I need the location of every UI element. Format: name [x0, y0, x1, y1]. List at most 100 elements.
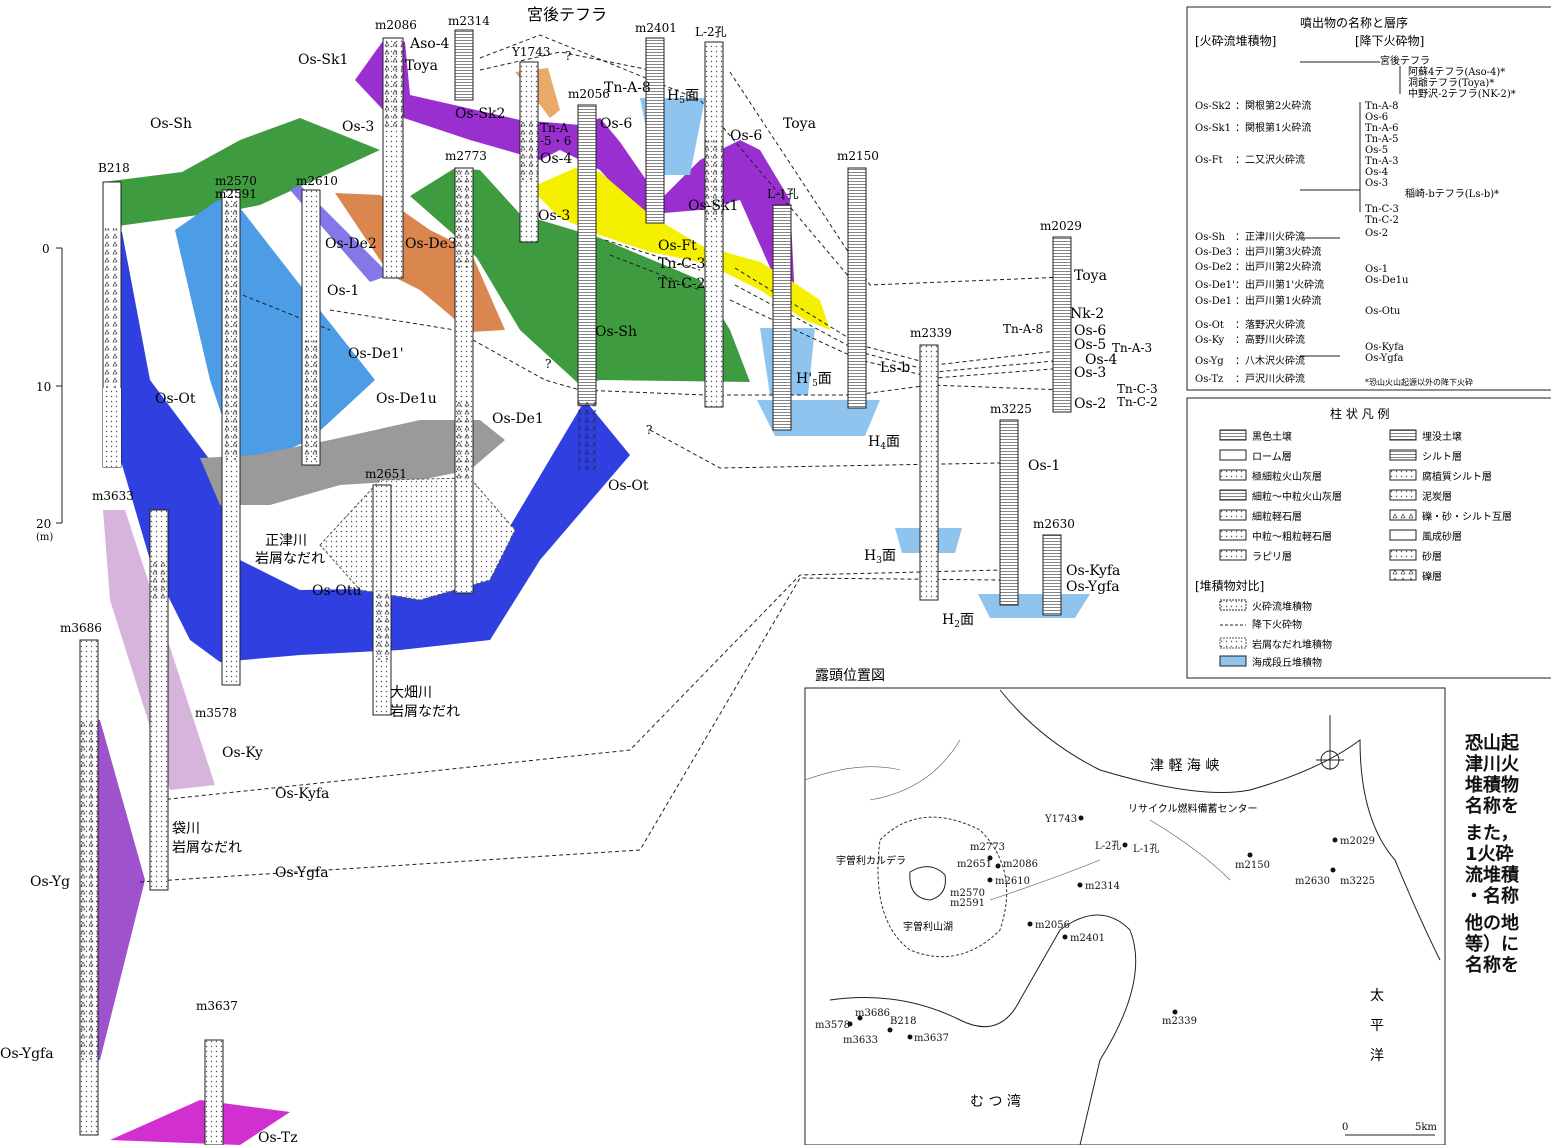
scale-unit: (m) [36, 532, 53, 543]
unit-label: Os-Sk2 [455, 106, 505, 122]
unit-label: Os-De2 [325, 236, 377, 252]
legend-item: 泥炭層 [1422, 490, 1452, 503]
unit-label: Os-Tz [258, 1130, 298, 1145]
legend-fall: Os-4 [1365, 167, 1388, 178]
legend-row-name: ：落野沢火砕流 [1235, 318, 1305, 331]
column-b218 [102, 181, 122, 468]
legend-row-name: ：正津川火砕流 [1235, 230, 1305, 243]
column-m2570 [221, 189, 241, 686]
map-point: Y1743 [1044, 814, 1077, 825]
os-tz-band [110, 1100, 290, 1145]
section-label: m3578 [195, 706, 237, 720]
column-m2056 [577, 104, 597, 470]
fukuro-avalanche-label-2: 岩屑なだれ [172, 840, 242, 856]
map-scale-5: 5km [1415, 1122, 1437, 1133]
lake [909, 866, 946, 901]
map-point: L-1孔 [1133, 843, 1159, 855]
legend-row-code: Os-Ft [1195, 155, 1223, 166]
map-pacific: 洋 [1370, 1048, 1384, 1064]
unit-label: Os-1 [327, 283, 359, 299]
legend-lsb: 稲崎-bテフラ(Ls-b)* [1405, 187, 1499, 200]
side-text-line: 堆積物 [1465, 775, 1519, 796]
unit-label: Tn-A-3 [1112, 341, 1152, 355]
map-point: B218 [890, 1016, 916, 1027]
map-lake: 宇曽利山湖 [903, 920, 953, 933]
caldera-outline [877, 816, 1008, 958]
legend-row-code: Os-De1' [1195, 280, 1235, 291]
unit-label: -5・6 [540, 134, 571, 148]
section-label: m2651 [365, 467, 407, 481]
map-scale-0: 0 [1342, 1122, 1348, 1133]
unit-label: Os-1 [1028, 458, 1060, 474]
legend-row-code: Os-De2 [1195, 262, 1232, 273]
map-point: m3686 [855, 1008, 890, 1019]
unit-label: Os-Ygfa [275, 865, 329, 881]
unit-label: Nk-2 [1070, 306, 1104, 322]
section-label: L-1孔 [767, 187, 799, 201]
map-point: m2591 [950, 898, 985, 909]
map-point: m2630 [1295, 876, 1330, 887]
os-ft-band [530, 168, 830, 330]
question-mark: ? [565, 49, 571, 63]
unit-label: Os-De1 [492, 411, 544, 427]
legend-left-items: 黒色土壌 ローム層 極細粒火山灰層 細粒〜中粒火山灰層 細粒軽石層 中粒〜粗粒軽… [1219, 429, 1342, 563]
section-label: m2314 [448, 14, 490, 28]
column-l1 [772, 204, 792, 431]
map-sea: 津 軽 海 峡 [1150, 758, 1219, 774]
unit-label: Os-Sh [150, 116, 192, 132]
unit-label: Os-Ygfa [0, 1046, 54, 1062]
terrace-h2-label: H2面 [942, 612, 974, 630]
unit-label: Os-Ygfa [1066, 579, 1120, 595]
legend-fall: Os-De1u [1365, 275, 1409, 286]
legend-item: 中粒〜粗粒軽石層 [1252, 530, 1332, 543]
side-text-line: ・名称 [1465, 886, 1519, 907]
legend-fall: Os-2 [1365, 228, 1388, 239]
unit-label: Os-4 [540, 151, 572, 167]
legend-fall: Os-Otu [1365, 306, 1401, 317]
legend-toya: 洞爺テフラ(Toya)* [1408, 76, 1494, 89]
terrace-h5p-label: H'5面 [796, 371, 832, 389]
legend-item: 礫層 [1422, 570, 1442, 583]
section-label: B218 [98, 161, 130, 175]
unit-label: Os-Sk1 [688, 198, 738, 214]
map-pacific: 太 [1370, 988, 1384, 1004]
legend-item: 細粒〜中粒火山灰層 [1252, 490, 1342, 503]
unit-label: Tn-C-2 [1117, 395, 1158, 409]
legend-row-name: ：関根第2火砕流 [1235, 99, 1311, 112]
column-m2401 [645, 37, 665, 224]
legend-fall: Os-Ygfa [1365, 353, 1403, 364]
scale-tick-10: 10 [36, 380, 51, 394]
map-point: L-2孔 [1095, 840, 1121, 852]
legend-corr-title: [堆積物対比] [1195, 578, 1264, 593]
legend-fall: Os-6 [1365, 112, 1388, 123]
side-text-line: また， [1465, 823, 1519, 844]
ohata-avalanche-label: 大畑川 [390, 685, 432, 701]
terrace-h3-label: H3面 [864, 548, 896, 566]
map-point: m2086 [1003, 859, 1038, 870]
legend-row-name: ：出戸川第2火砕流 [1235, 260, 1321, 273]
unit-label: Os-3 [342, 119, 374, 135]
section-label: m2610 [296, 174, 338, 188]
legend-row-name: ：出戸川第1火砕流 [1235, 294, 1321, 307]
legend-fall: Tn-A-3 [1365, 156, 1398, 167]
columns [79, 29, 1072, 1145]
legend-corr-item: 海成段丘堆積物 [1252, 656, 1322, 669]
column-m2610 [301, 189, 321, 466]
legend-row-name: ：戸沢川火砕流 [1235, 372, 1305, 385]
shozu-avalanche-label-2: 岩屑なだれ [255, 551, 325, 567]
legend-corr-item: 岩屑なだれ堆積物 [1252, 638, 1332, 651]
map-point: m2056 [1035, 920, 1070, 931]
column-m2150 [847, 167, 867, 409]
location-map: 露頭位置図 津 軽 海 峡 リサイクル燃料備蓄センター 宇曽利カルデラ 宇曽利山… [804, 668, 1446, 1145]
unit-label: Toya [1074, 268, 1107, 284]
map-point: m2773 [970, 842, 1005, 853]
unit-label: Tn-A-8 [1003, 322, 1043, 336]
legend-tephra-title: 噴出物の名称と層序 [1300, 15, 1408, 30]
legend-fall: Os-3 [1365, 178, 1388, 189]
os-sh-band [103, 118, 380, 228]
column-m2086 [382, 37, 404, 279]
unit-label: Os-6 [1074, 323, 1106, 339]
legend-row-code: Os-De3 [1195, 247, 1232, 258]
legend-fall: Os-1 [1365, 264, 1388, 275]
